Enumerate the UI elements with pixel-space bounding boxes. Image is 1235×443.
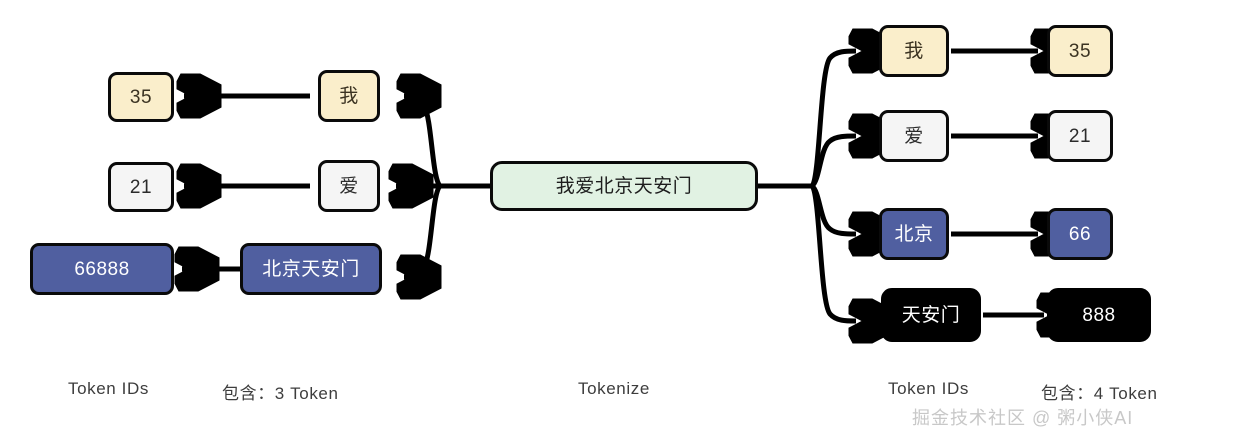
left-id-text-2: 66888 [74,258,130,280]
right-token-box-3: 天安门 [881,288,981,342]
watermark-text: 掘金技术社区 @ 粥小侠AI [912,408,1134,428]
left-token-text-1: 爱 [339,175,359,197]
left-token-box-1: 爱 [318,160,380,212]
left-id-box-2: 66888 [30,243,174,295]
right-token-text-3: 天安门 [901,304,961,326]
left-token-text-2: 北京天安门 [262,258,360,280]
left-caption-token-count: 包含：3 Token [222,384,339,403]
left-token-box-0: 我 [318,70,380,122]
right-id-box-0: 35 [1047,25,1113,77]
center-caption-tokenize: Tokenize [578,379,650,398]
right-id-text-0: 35 [1068,40,1092,62]
left-id-text-1: 21 [129,176,153,198]
left-caption-token-ids: Token IDs [68,379,149,398]
left-token-box-2: 北京天安门 [240,243,382,295]
left-id-box-0: 35 [108,72,174,122]
right-id-box-1: 21 [1047,110,1113,162]
left-id-text-0: 35 [129,86,153,108]
right-id-box-3: 888 [1047,288,1151,342]
right-token-box-0: 我 [879,25,949,77]
right-token-box-2: 北京 [879,208,949,260]
source-text: 我爱北京天安门 [555,175,693,197]
right-token-text-2: 北京 [894,223,934,245]
left-token-text-0: 我 [339,85,359,107]
left-id-box-1: 21 [108,162,174,212]
right-token-box-1: 爱 [879,110,949,162]
right-id-text-3: 888 [1082,304,1116,326]
right-token-text-0: 我 [904,40,924,62]
right-id-text-2: 66 [1068,223,1092,245]
right-id-box-2: 66 [1047,208,1113,260]
right-id-text-1: 21 [1068,125,1092,147]
right-token-text-1: 爱 [904,125,924,147]
right-caption-token-count: 包含：4 Token [1041,384,1158,403]
right-caption-token-ids: Token IDs [888,379,969,398]
source-text-box: 我爱北京天安门 [490,161,758,211]
